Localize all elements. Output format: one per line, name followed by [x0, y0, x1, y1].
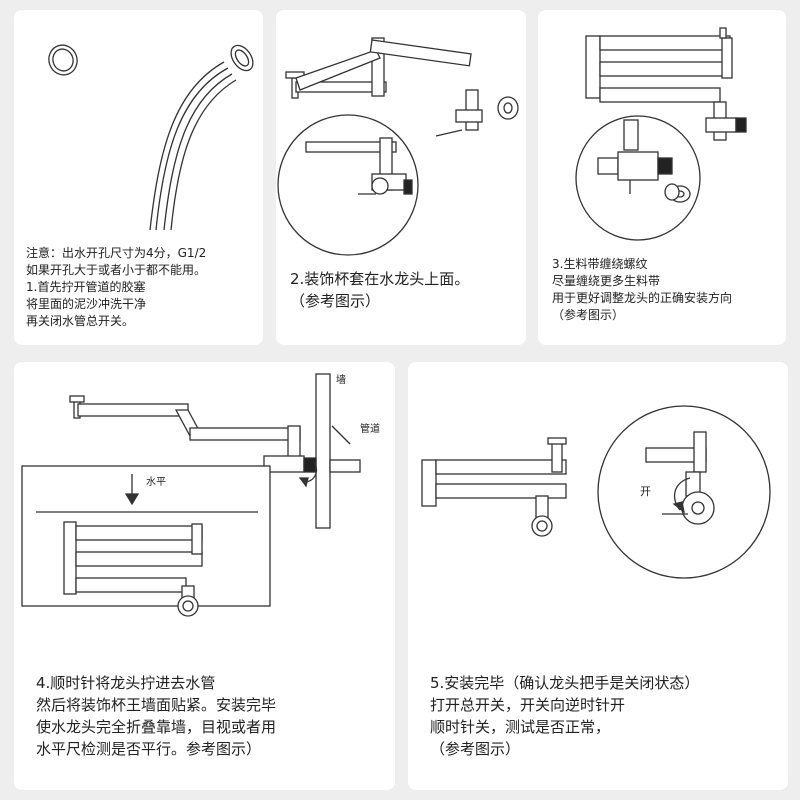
step5-illustration [421, 405, 771, 579]
step2-card: 2.装饰杯套在水龙头上面。 （参考图示） [276, 10, 526, 345]
escutcheon-ring-icon [497, 96, 519, 120]
level-label: 水平 [146, 477, 166, 488]
faucet-folded-icon [421, 437, 567, 537]
faucet-install-icon [69, 395, 361, 473]
step1-caption: 注意：出水开孔尺寸为4分，G1/2 如果开孔大于或者小于都不能用。 1.首先拧开… [26, 246, 207, 328]
step4-card: 墙 管道 水平 4.顺时针将龙头拧进去水管 然后将装饰杯王墙面贴紧。安装完毕 使… [14, 362, 395, 790]
step1-card: 注意：出水开孔尺寸为4分，G1/2 如果开孔大于或者小于都不能用。 1.首先拧开… [14, 10, 263, 345]
hose-icon [149, 44, 254, 231]
o-ring-icon [48, 44, 78, 76]
step4-illustration [21, 373, 361, 617]
step4-caption: 4.顺时针将龙头拧进去水管 然后将装饰杯王墙面贴紧。安装完毕 使水龙头完全折叠靠… [36, 674, 277, 758]
step2-illustration [277, 37, 519, 256]
faucet-icon [285, 37, 483, 137]
detail-zoom-circle [597, 405, 771, 579]
pipe-label: 管道 [360, 424, 380, 435]
step2-caption: 2.装饰杯套在水龙头上面。 （参考图示） [290, 270, 470, 310]
step5-card: 开 5.安装完毕（确认龙头把手是关闭状态） 打开总开关，开关向逆时针开 顺时针关… [408, 362, 788, 790]
step3-illustration [575, 27, 747, 241]
step1-illustration [48, 44, 254, 231]
step3-caption: 3.生料带缠绕螺纹 尽量缠绕更多生料带 用于更好调整龙头的正确安装方向 （参考图… [552, 257, 733, 322]
step3-card: 3.生料带缠绕螺纹 尽量缠绕更多生料带 用于更好调整龙头的正确安装方向 （参考图… [538, 10, 786, 345]
wall [315, 373, 331, 529]
faucet-folded-icon [585, 27, 747, 141]
thread-seal-tape-icon [664, 183, 691, 203]
wall-label: 墙 [336, 375, 346, 386]
step5-caption: 5.安装完毕（确认龙头把手是关闭状态） 打开总开关，开关向逆时针开 顺时针关，测… [430, 674, 700, 758]
faucet-folded-icon [63, 521, 203, 617]
open-label: 开 [640, 485, 651, 498]
